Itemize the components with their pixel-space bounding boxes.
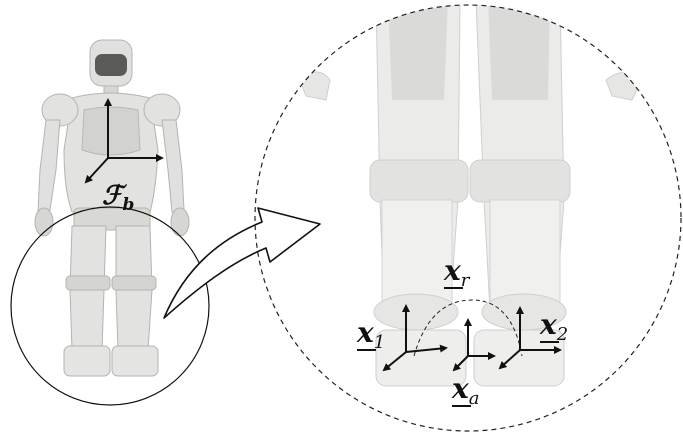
magnify-arrow-icon <box>163 207 321 319</box>
svg-text:x1: x1 <box>356 316 385 353</box>
robot-figure <box>34 39 190 377</box>
zoom-target-circle <box>254 4 682 432</box>
robot-left-foot <box>63 345 111 377</box>
label-xa: xa <box>451 372 479 409</box>
reference-region-arc <box>413 299 523 357</box>
robot-right-foot <box>111 345 159 377</box>
label-x2: x2 <box>539 308 568 345</box>
base-frame-axes <box>84 98 164 184</box>
robot-left-arm <box>37 119 61 213</box>
robot-visor <box>95 54 127 76</box>
foot1-frame-axes <box>382 304 448 372</box>
avg-frame-axes <box>452 318 496 372</box>
svg-text:xa: xa <box>451 372 479 409</box>
robot-right-arm <box>161 119 185 213</box>
foot2-frame-axes <box>498 306 562 370</box>
svg-text:x2: x2 <box>539 308 568 345</box>
label-xr: xr <box>443 254 471 291</box>
label-x1: x1 <box>356 316 385 353</box>
zoomed-view <box>299 5 641 387</box>
svg-text:xr: xr <box>443 254 471 291</box>
zoom-source-circle <box>10 206 210 406</box>
